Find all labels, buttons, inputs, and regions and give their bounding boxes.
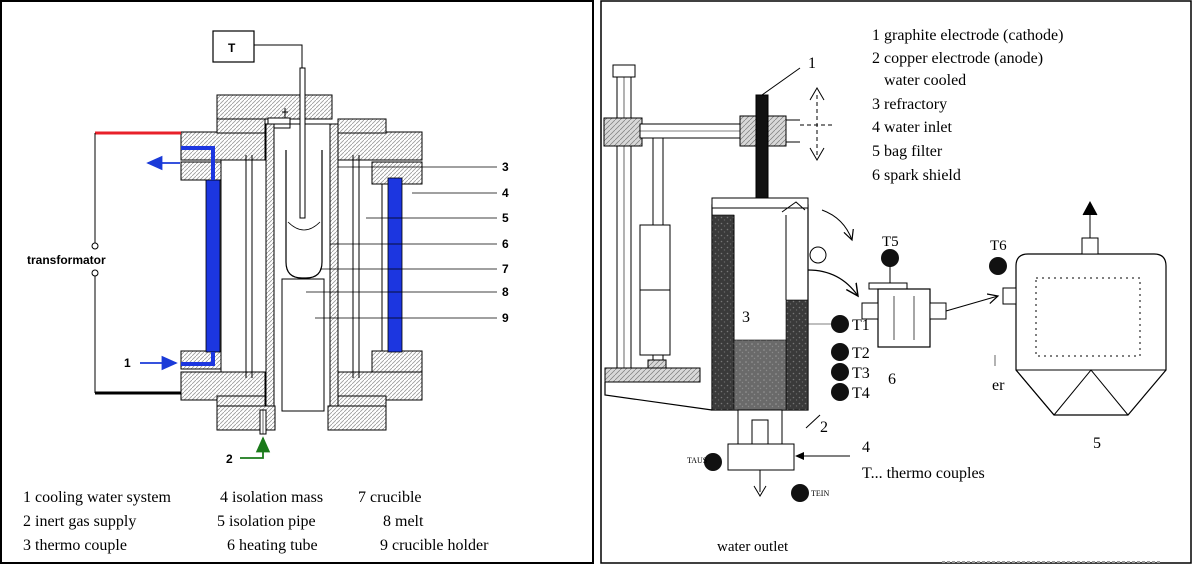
- thermo-couple-rod: [299, 67, 306, 219]
- thermo-dot-aus: [704, 453, 722, 471]
- legend-cell: 1 cooling water system: [23, 489, 172, 506]
- thermo-note: T... thermo couples: [862, 465, 985, 482]
- left-furnace-diagram: T: [0, 0, 594, 564]
- legend-item: 3 refractory: [872, 96, 947, 113]
- lower-flange-left: [180, 371, 266, 401]
- legend-cell: 8 melt: [383, 513, 424, 530]
- callout-6: 6: [502, 237, 509, 251]
- thermo-dot-t1: [831, 315, 849, 333]
- upper-flange-right: [337, 131, 423, 161]
- thermo-dot-t4: [831, 383, 849, 401]
- callout-5: 5: [502, 211, 509, 225]
- transformator-label: transformator: [27, 253, 106, 267]
- right-legend: 1 graphite electrode (cathode) 2 copper …: [872, 27, 1063, 184]
- electrode-label: 1: [808, 55, 816, 72]
- callout-7: 7: [502, 262, 509, 276]
- callout-3: 3: [502, 160, 509, 174]
- cooling-jacket-right: [387, 177, 403, 353]
- legend-item: 4 water inlet: [872, 119, 953, 136]
- anode-label: 2: [820, 419, 828, 436]
- label-6: 6: [888, 371, 896, 388]
- temperature-box-label: T: [228, 41, 236, 55]
- thermo-dot-t6: [989, 257, 1007, 275]
- left-legend: 1 cooling water system 4 isolation mass …: [23, 489, 489, 554]
- legend-cell: 7 crucible: [358, 489, 422, 506]
- callout-1: 1: [124, 356, 131, 370]
- label-5: 5: [1093, 435, 1101, 452]
- t6-label: T6: [990, 238, 1007, 254]
- crucible-holder: [281, 278, 325, 412]
- base-plate: [604, 367, 701, 383]
- thermo-label-t4: T4: [852, 385, 870, 402]
- legend-cell: 2 inert gas supply: [23, 513, 136, 530]
- water-outlet-label: water outlet: [717, 539, 789, 555]
- legend-cell: 9 crucible holder: [380, 537, 489, 554]
- t-aus-label: TAUS: [687, 456, 707, 465]
- legend-cell: 3 thermo couple: [23, 537, 127, 554]
- top-flange: [216, 94, 333, 120]
- thermo-dot-t3: [831, 363, 849, 381]
- right-arc-furnace-diagram: 1 graphite electrode (cathode) 2 copper …: [600, 0, 1192, 564]
- thermo-dot-ein: [791, 484, 809, 502]
- spark-shield: [877, 288, 931, 348]
- bottom-flange-right: [327, 405, 387, 431]
- t5-label: T5: [882, 234, 899, 250]
- legend-item: water cooled: [884, 72, 966, 89]
- thermo-label-t3: T3: [852, 365, 870, 382]
- refractory-label: 3: [742, 309, 750, 326]
- thermo-label-t1: T1: [852, 317, 870, 334]
- label-4: 4: [862, 439, 870, 456]
- legend-cell: 5 isolation pipe: [217, 513, 316, 530]
- legend-item: 6 spark shield: [872, 167, 961, 184]
- callout-2: 2: [226, 452, 233, 466]
- copper-anode: [733, 339, 787, 411]
- cooling-jacket-left: [205, 179, 221, 353]
- callout-8: 8: [502, 285, 509, 299]
- legend-cell: 4 isolation mass: [220, 489, 323, 506]
- thermo-label-t2: T2: [852, 345, 870, 362]
- legend-item: 2 copper electrode (anode): [872, 50, 1043, 67]
- t-ein-label: TEIN: [811, 489, 829, 498]
- callout-9: 9: [502, 311, 509, 325]
- lower-flange-right: [337, 371, 423, 401]
- temperature-box: [212, 30, 255, 63]
- bag-filter: [1015, 253, 1167, 416]
- legend-item: 5 bag filter: [872, 143, 943, 160]
- callout-4: 4: [502, 186, 509, 200]
- gas-inlet-arrow: [240, 436, 271, 459]
- legend-item: 1 graphite electrode (cathode): [872, 27, 1063, 44]
- partial-label-er: er: [992, 377, 1005, 394]
- thermo-dot-t5: [881, 249, 899, 267]
- legend-cell: 6 heating tube: [227, 537, 318, 554]
- thermo-dot-t2: [831, 343, 849, 361]
